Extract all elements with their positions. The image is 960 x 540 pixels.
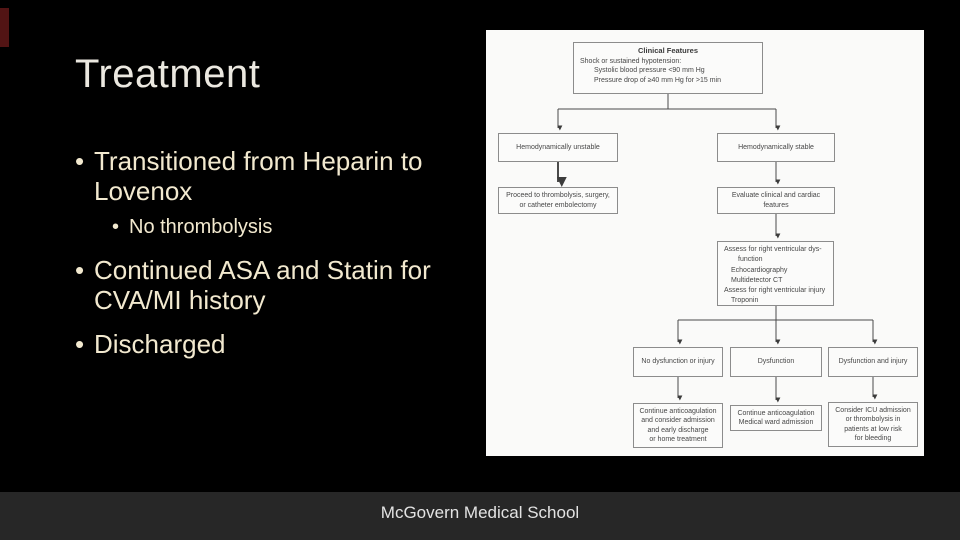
page-title: Treatment	[75, 52, 261, 96]
box-line: Assess for right ventricular injury	[724, 287, 826, 295]
box-line: features	[763, 201, 789, 209]
box-line: or catheter embolectomy	[519, 201, 597, 209]
box-line: for bleeding	[854, 435, 892, 442]
flowchart-box-assess-rv: Assess for right ventricular dys- functi…	[717, 241, 834, 306]
box-line: Pressure drop of ≥40 mm Hg for >15 min	[594, 76, 721, 84]
box-line: Continue anticoagulation	[639, 407, 717, 415]
flowchart-box-no-dysfunction: No dysfunction or injury	[633, 347, 723, 377]
box-line: Hemodynamically stable	[738, 143, 814, 151]
box-line: Hemodynamically unstable	[516, 143, 600, 151]
box-line: Evaluate clinical and cardiac	[731, 192, 821, 199]
box-line: Assess for right ventricular dys-	[724, 246, 822, 253]
box-line: function	[738, 256, 763, 264]
box-line: Multidetector CT	[731, 276, 783, 284]
box-heading: Clinical Features	[637, 46, 699, 55]
box-line: Medical ward admission	[738, 419, 814, 426]
box-line: No dysfunction or injury	[641, 358, 715, 366]
box-line: Consider ICU admission	[835, 406, 911, 414]
box-line: and consider admission	[641, 417, 715, 424]
footer-text: McGovern Medical School	[380, 503, 580, 522]
box-line: and early discharge	[647, 426, 709, 434]
flowchart-box-hemodynamically-unstable: Hemodynamically unstable	[498, 133, 618, 162]
box-line: Echocardiography	[731, 266, 788, 274]
flowchart-panel: Clinical Features Shock or sustained hyp…	[486, 30, 924, 456]
box-line: Dysfunction	[757, 358, 795, 366]
flowchart-box-clinical-features: Clinical Features Shock or sustained hyp…	[573, 42, 763, 94]
bullet-item: Continued ASA and Statin for CVA/MI hist…	[75, 255, 440, 315]
bullet-item: Discharged	[75, 329, 440, 359]
box-line: patients at low risk	[844, 425, 902, 433]
box-line: or home treatment	[649, 436, 707, 443]
accent-bar	[0, 8, 9, 47]
box-line: Dysfunction and injury	[838, 358, 908, 366]
flowchart-box-continue-home-treatment: Continue anticoagulation and consider ad…	[633, 403, 723, 448]
flowchart-connectors	[556, 94, 878, 403]
box-line: Proceed to thrombolysis, surgery,	[506, 192, 610, 199]
footer-band: McGovern Medical School	[0, 492, 960, 540]
box-line: or thrombolysis in	[845, 416, 901, 423]
flowchart-box-continue-ward-admission: Continue anticoagulation Medical ward ad…	[730, 405, 822, 431]
flowchart-box-hemodynamically-stable: Hemodynamically stable	[717, 133, 835, 162]
box-line: Systolic blood pressure <90 mm Hg	[594, 67, 705, 74]
flowchart-box-dysfunction-injury: Dysfunction and injury	[828, 347, 918, 377]
flowchart-box-evaluate-features: Evaluate clinical and cardiac features	[717, 187, 835, 214]
box-line: Shock or sustained hypotension:	[580, 57, 682, 65]
flowchart-box-proceed-thrombolysis: Proceed to thrombolysis, surgery, or cat…	[498, 187, 618, 214]
flowchart-box-consider-icu: Consider ICU admission or thrombolysis i…	[828, 402, 918, 447]
box-line: Troponin	[731, 297, 759, 305]
bullet-sub-item: No thrombolysis	[112, 215, 440, 239]
box-line: Continue anticoagulation	[737, 409, 815, 417]
bullet-list: Transitioned from Heparin to Lovenox No …	[75, 146, 440, 368]
flowchart-box-dysfunction: Dysfunction	[730, 347, 822, 377]
bullet-item: Transitioned from Heparin to Lovenox	[75, 146, 440, 206]
